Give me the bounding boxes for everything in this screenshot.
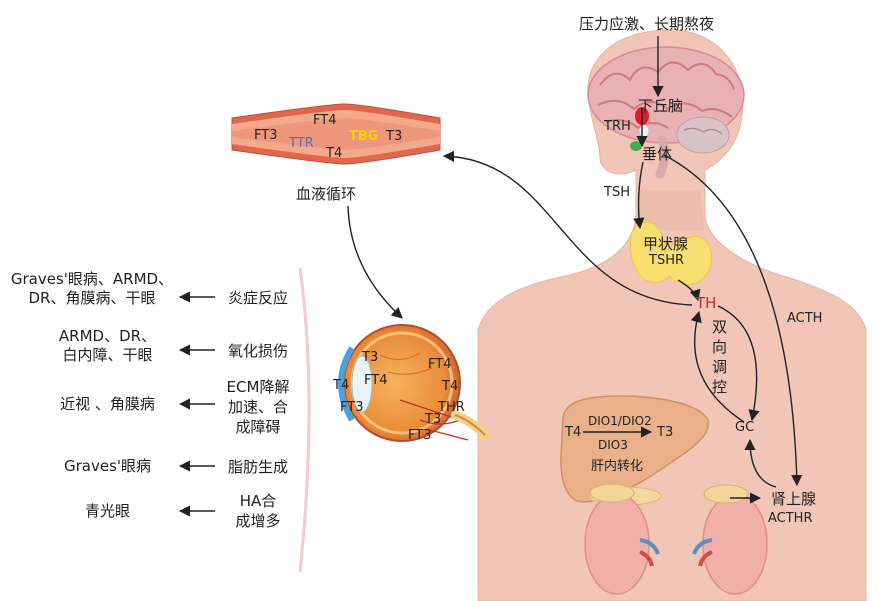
trigger-label: 压力应激、长期熬夜: [579, 13, 714, 34]
blood-ft3-label: FT3: [254, 128, 277, 143]
th-label: TH: [696, 294, 716, 312]
blood-circulation-label: 血液循环: [296, 183, 356, 204]
eye-ft3-b: FT3: [408, 428, 431, 443]
effect-3: ECM降解 加速、合 成障碍: [218, 377, 298, 437]
liver-dio3-label: DIO3: [598, 438, 628, 452]
acth-label: ACTH: [787, 311, 822, 326]
eye-t3-a: T3: [362, 350, 378, 365]
eye-t4-b: T4: [442, 379, 458, 394]
effects-bracket: [300, 268, 309, 572]
disease-group-5: 青光眼: [40, 502, 175, 521]
pituitary-label: 垂体: [642, 143, 672, 164]
effect-4: 脂肪生成: [218, 457, 298, 477]
liver-t4-label: T4: [565, 425, 581, 440]
effect-5: HA合 成增多: [218, 491, 298, 531]
hypothalamus-label: 下丘脑: [638, 95, 683, 116]
eye-ft4-b: FT4: [428, 357, 451, 372]
disease-group-1: Graves'眼病、ARMD、 DR、角膜病、干眼: [8, 270, 176, 308]
effect-2: 氧化损伤: [218, 341, 298, 361]
eye-thr-label: THR: [438, 400, 465, 415]
bidirectional-label: 双 向 调 控: [712, 317, 727, 397]
liver-dio12-label: DIO1/DIO2: [588, 414, 652, 428]
tsh-label: TSH: [604, 185, 630, 200]
tshr-label: TSHR: [649, 253, 684, 268]
eye-ft4-a: FT4: [364, 373, 387, 388]
liver-label: 肝内转化: [591, 455, 643, 474]
blood-ft4-label: FT4: [313, 113, 336, 128]
adrenal-label: 肾上腺: [771, 488, 816, 509]
effect-1: 炎症反应: [218, 288, 298, 308]
eye-ft3-a: FT3: [340, 400, 363, 415]
blood-ttr-label: TTR: [289, 136, 314, 151]
eye-t4-a: T4: [333, 378, 349, 393]
liver-t3-label: T3: [657, 425, 673, 440]
disease-group-2: ARMD、DR、 白内障、干眼: [40, 327, 175, 365]
thyroid-label: 甲状腺: [643, 233, 688, 254]
gc-label: GC: [735, 420, 754, 435]
disease-group-3: 近视 、角膜病: [40, 395, 175, 414]
arrow-blood-eye: [348, 206, 402, 318]
blood-tbg-label: TBG: [349, 129, 378, 144]
blood-t4-label: T4: [326, 146, 342, 161]
disease-group-4: Graves'眼病: [40, 457, 175, 476]
acthr-label: ACTHR: [768, 511, 813, 526]
eye-illustration: [341, 325, 485, 441]
blood-t3-label: T3: [386, 129, 402, 144]
trh-label: TRH: [604, 119, 631, 134]
